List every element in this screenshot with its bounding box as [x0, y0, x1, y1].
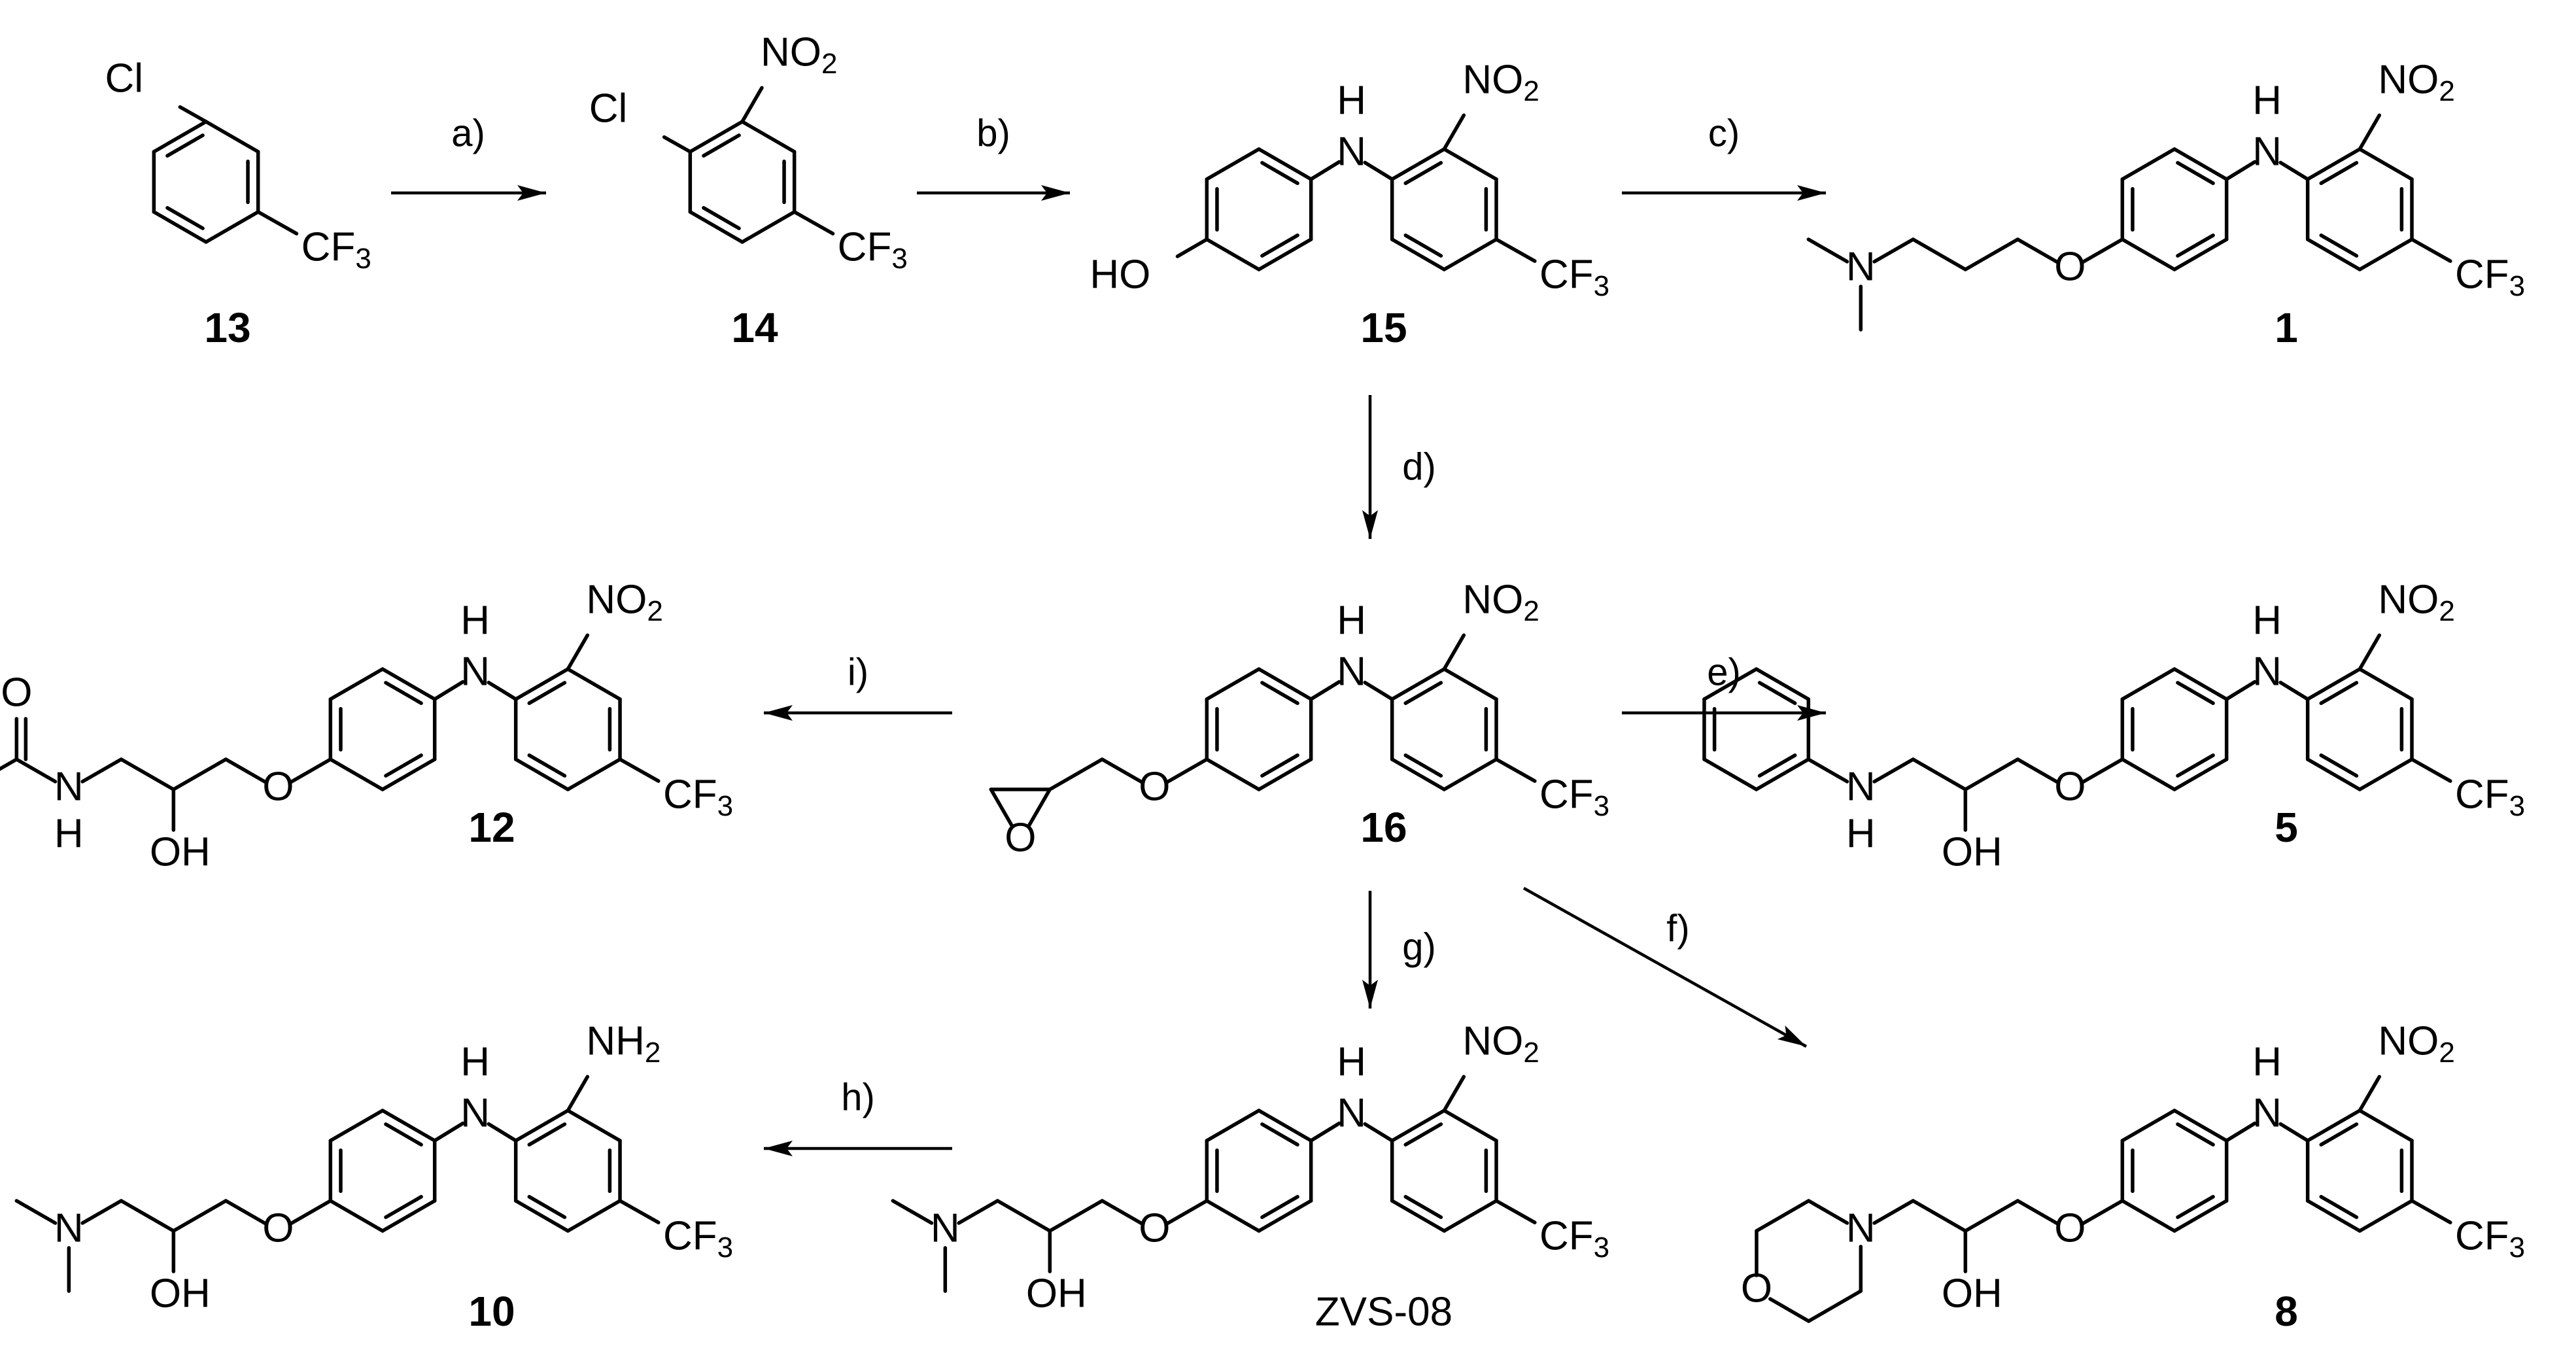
cf3-group: CF3 — [2455, 252, 2525, 302]
nh-hydrogen: H — [460, 1039, 490, 1084]
nh-hydrogen: H — [2252, 1039, 2282, 1084]
cf3-group: CF3 — [2455, 772, 2525, 821]
step-label-d: d) — [1402, 445, 1436, 488]
step-label-b: b) — [976, 112, 1010, 154]
cf3-group: CF3 — [301, 224, 371, 274]
nh-nitrogen: N — [2252, 129, 2282, 174]
step-label-h: h) — [841, 1076, 875, 1118]
cf3-group: CF3 — [663, 772, 733, 821]
compound-label-8: 8 — [2275, 1288, 2298, 1335]
step-label-f: f) — [1666, 907, 1689, 950]
nh-nitrogen: N — [460, 1090, 490, 1135]
step-label-i: i) — [848, 651, 868, 693]
step-label-c: c) — [1708, 112, 1740, 154]
hydroxy-group: OH — [1942, 1271, 2002, 1316]
carbonyl-oxygen: O — [1, 670, 32, 715]
cf3-group: CF3 — [1539, 252, 1609, 302]
ether-oxygen: O — [1139, 764, 1170, 809]
chloro-group: Cl — [589, 86, 628, 131]
cf3-group: CF3 — [1539, 772, 1609, 821]
ether-oxygen: O — [2054, 764, 2086, 809]
ortho-substituent: NO2 — [2378, 57, 2454, 107]
compound-label-16: 16 — [1360, 804, 1407, 851]
dimethylamino-nitrogen: N — [1846, 244, 1876, 289]
dimethylamino-nitrogen: N — [931, 1205, 960, 1251]
chloro-group: Cl — [105, 56, 143, 101]
ortho-substituent: NO2 — [586, 577, 662, 627]
compound-label-10: 10 — [468, 1288, 515, 1335]
compound-label-1: 1 — [2275, 304, 2298, 351]
step-label-e: e) — [1707, 651, 1741, 693]
ether-oxygen: O — [2054, 244, 2086, 289]
step-label-a: a) — [451, 112, 485, 154]
nh-nitrogen: N — [2252, 1090, 2282, 1135]
ortho-substituent: NO2 — [1462, 1018, 1539, 1068]
cf3-group: CF3 — [2455, 1213, 2525, 1263]
nh-hydrogen: H — [460, 598, 490, 643]
compound-labels: 13 14 15 1 16 12 5 10 ZVS-08 8 — [204, 304, 2297, 1335]
aniline-nitrogen: N — [1846, 764, 1876, 809]
epoxide-oxygen: O — [1005, 815, 1036, 860]
compound-label-14: 14 — [731, 304, 778, 351]
nh-nitrogen: N — [1337, 649, 1366, 694]
nh-nitrogen: N — [460, 649, 490, 694]
hydroxy-group: OH — [150, 829, 211, 874]
reaction-arrows: a) b) c) d) i) e) g) f) h) — [391, 112, 1826, 1156]
compound-label-zvs08: ZVS-08 — [1315, 1289, 1452, 1334]
hydroxy-group: OH — [1942, 829, 2002, 874]
cf3-group: CF3 — [838, 224, 908, 274]
step-label-g: g) — [1402, 925, 1436, 968]
cf3-group: CF3 — [1539, 1213, 1609, 1263]
nh-hydrogen: H — [2252, 78, 2282, 123]
cf3-group: CF3 — [663, 1213, 733, 1263]
arrow-f — [1522, 887, 1808, 1048]
nh-hydrogen: H — [1337, 598, 1366, 643]
amide-nitrogen: N — [54, 764, 84, 809]
ortho-substituent: NO2 — [2378, 577, 2454, 627]
compound-label-13: 13 — [204, 304, 250, 351]
hydroxy-group: OH — [1026, 1271, 1087, 1316]
nh-nitrogen: N — [1337, 129, 1366, 174]
hydroxy-group: HO — [1090, 252, 1150, 297]
ortho-substituent: NO2 — [2378, 1018, 2454, 1068]
nh-nitrogen: N — [2252, 649, 2282, 694]
nitro-group: NO2 — [761, 29, 837, 79]
nh-hydrogen: H — [1337, 1039, 1366, 1084]
dimethylamino-nitrogen: N — [54, 1205, 84, 1251]
morpholine-oxygen: O — [1741, 1266, 1772, 1311]
nh-hydrogen: H — [2252, 598, 2282, 643]
hydroxy-group: OH — [150, 1271, 211, 1316]
aniline-hydrogen: H — [1846, 811, 1876, 856]
morpholine-nitrogen: N — [1846, 1205, 1876, 1251]
ether-oxygen: O — [262, 1205, 294, 1251]
nh-nitrogen: N — [1337, 1090, 1366, 1135]
ether-oxygen: O — [1139, 1205, 1170, 1251]
compound-label-15: 15 — [1360, 304, 1407, 351]
nh-hydrogen: H — [1337, 78, 1366, 123]
ortho-substituent: NH2 — [586, 1018, 661, 1068]
amide-hydrogen: H — [54, 811, 84, 856]
ether-oxygen: O — [262, 764, 294, 809]
ortho-substituent: NO2 — [1462, 577, 1539, 627]
compound-label-5: 5 — [2275, 804, 2298, 851]
ortho-substituent: NO2 — [1462, 57, 1539, 107]
compound-label-12: 12 — [468, 804, 515, 851]
ether-oxygen: O — [2054, 1205, 2086, 1251]
